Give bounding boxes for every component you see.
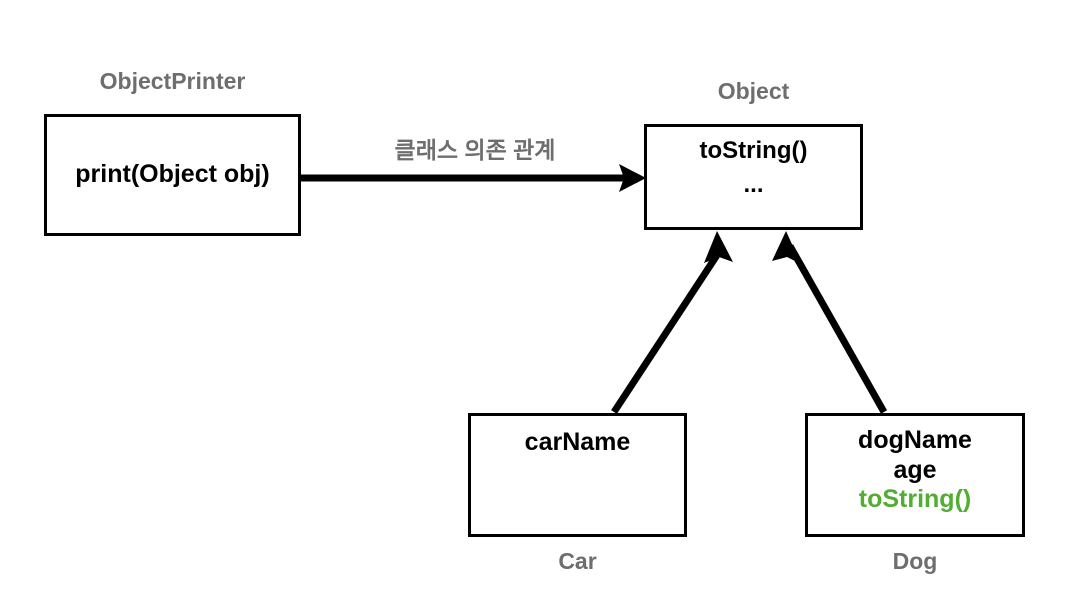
class-caption-object: Object (717, 78, 790, 104)
class-member-ellipsis: ... (743, 171, 764, 199)
class-caption-car: Car (558, 548, 597, 574)
class-member-dog-tostring: toString() (858, 485, 972, 513)
connector-dog-inheritance (772, 231, 888, 414)
class-member-dogname: dogName (858, 426, 972, 454)
class-box-objectprinter[interactable]: print(Object obj) (44, 114, 301, 236)
class-box-dog[interactable]: dogName age toString() (805, 413, 1025, 537)
class-member-age: age (893, 455, 937, 484)
class-box-car[interactable]: carName (468, 413, 687, 537)
connector-car-inheritance (611, 231, 733, 414)
class-member-tostring: toString() (699, 137, 808, 164)
class-caption-dog: Dog (892, 548, 938, 574)
connector-dependency (301, 164, 646, 192)
class-member-print: print(Object obj) (75, 160, 270, 189)
class-box-object[interactable]: toString() ... (644, 124, 863, 230)
edge-label-dependency: 클래스 의존 관계 (394, 137, 556, 163)
class-member-carname: carName (524, 428, 631, 456)
class-caption-objectprinter: ObjectPrinter (99, 68, 246, 94)
